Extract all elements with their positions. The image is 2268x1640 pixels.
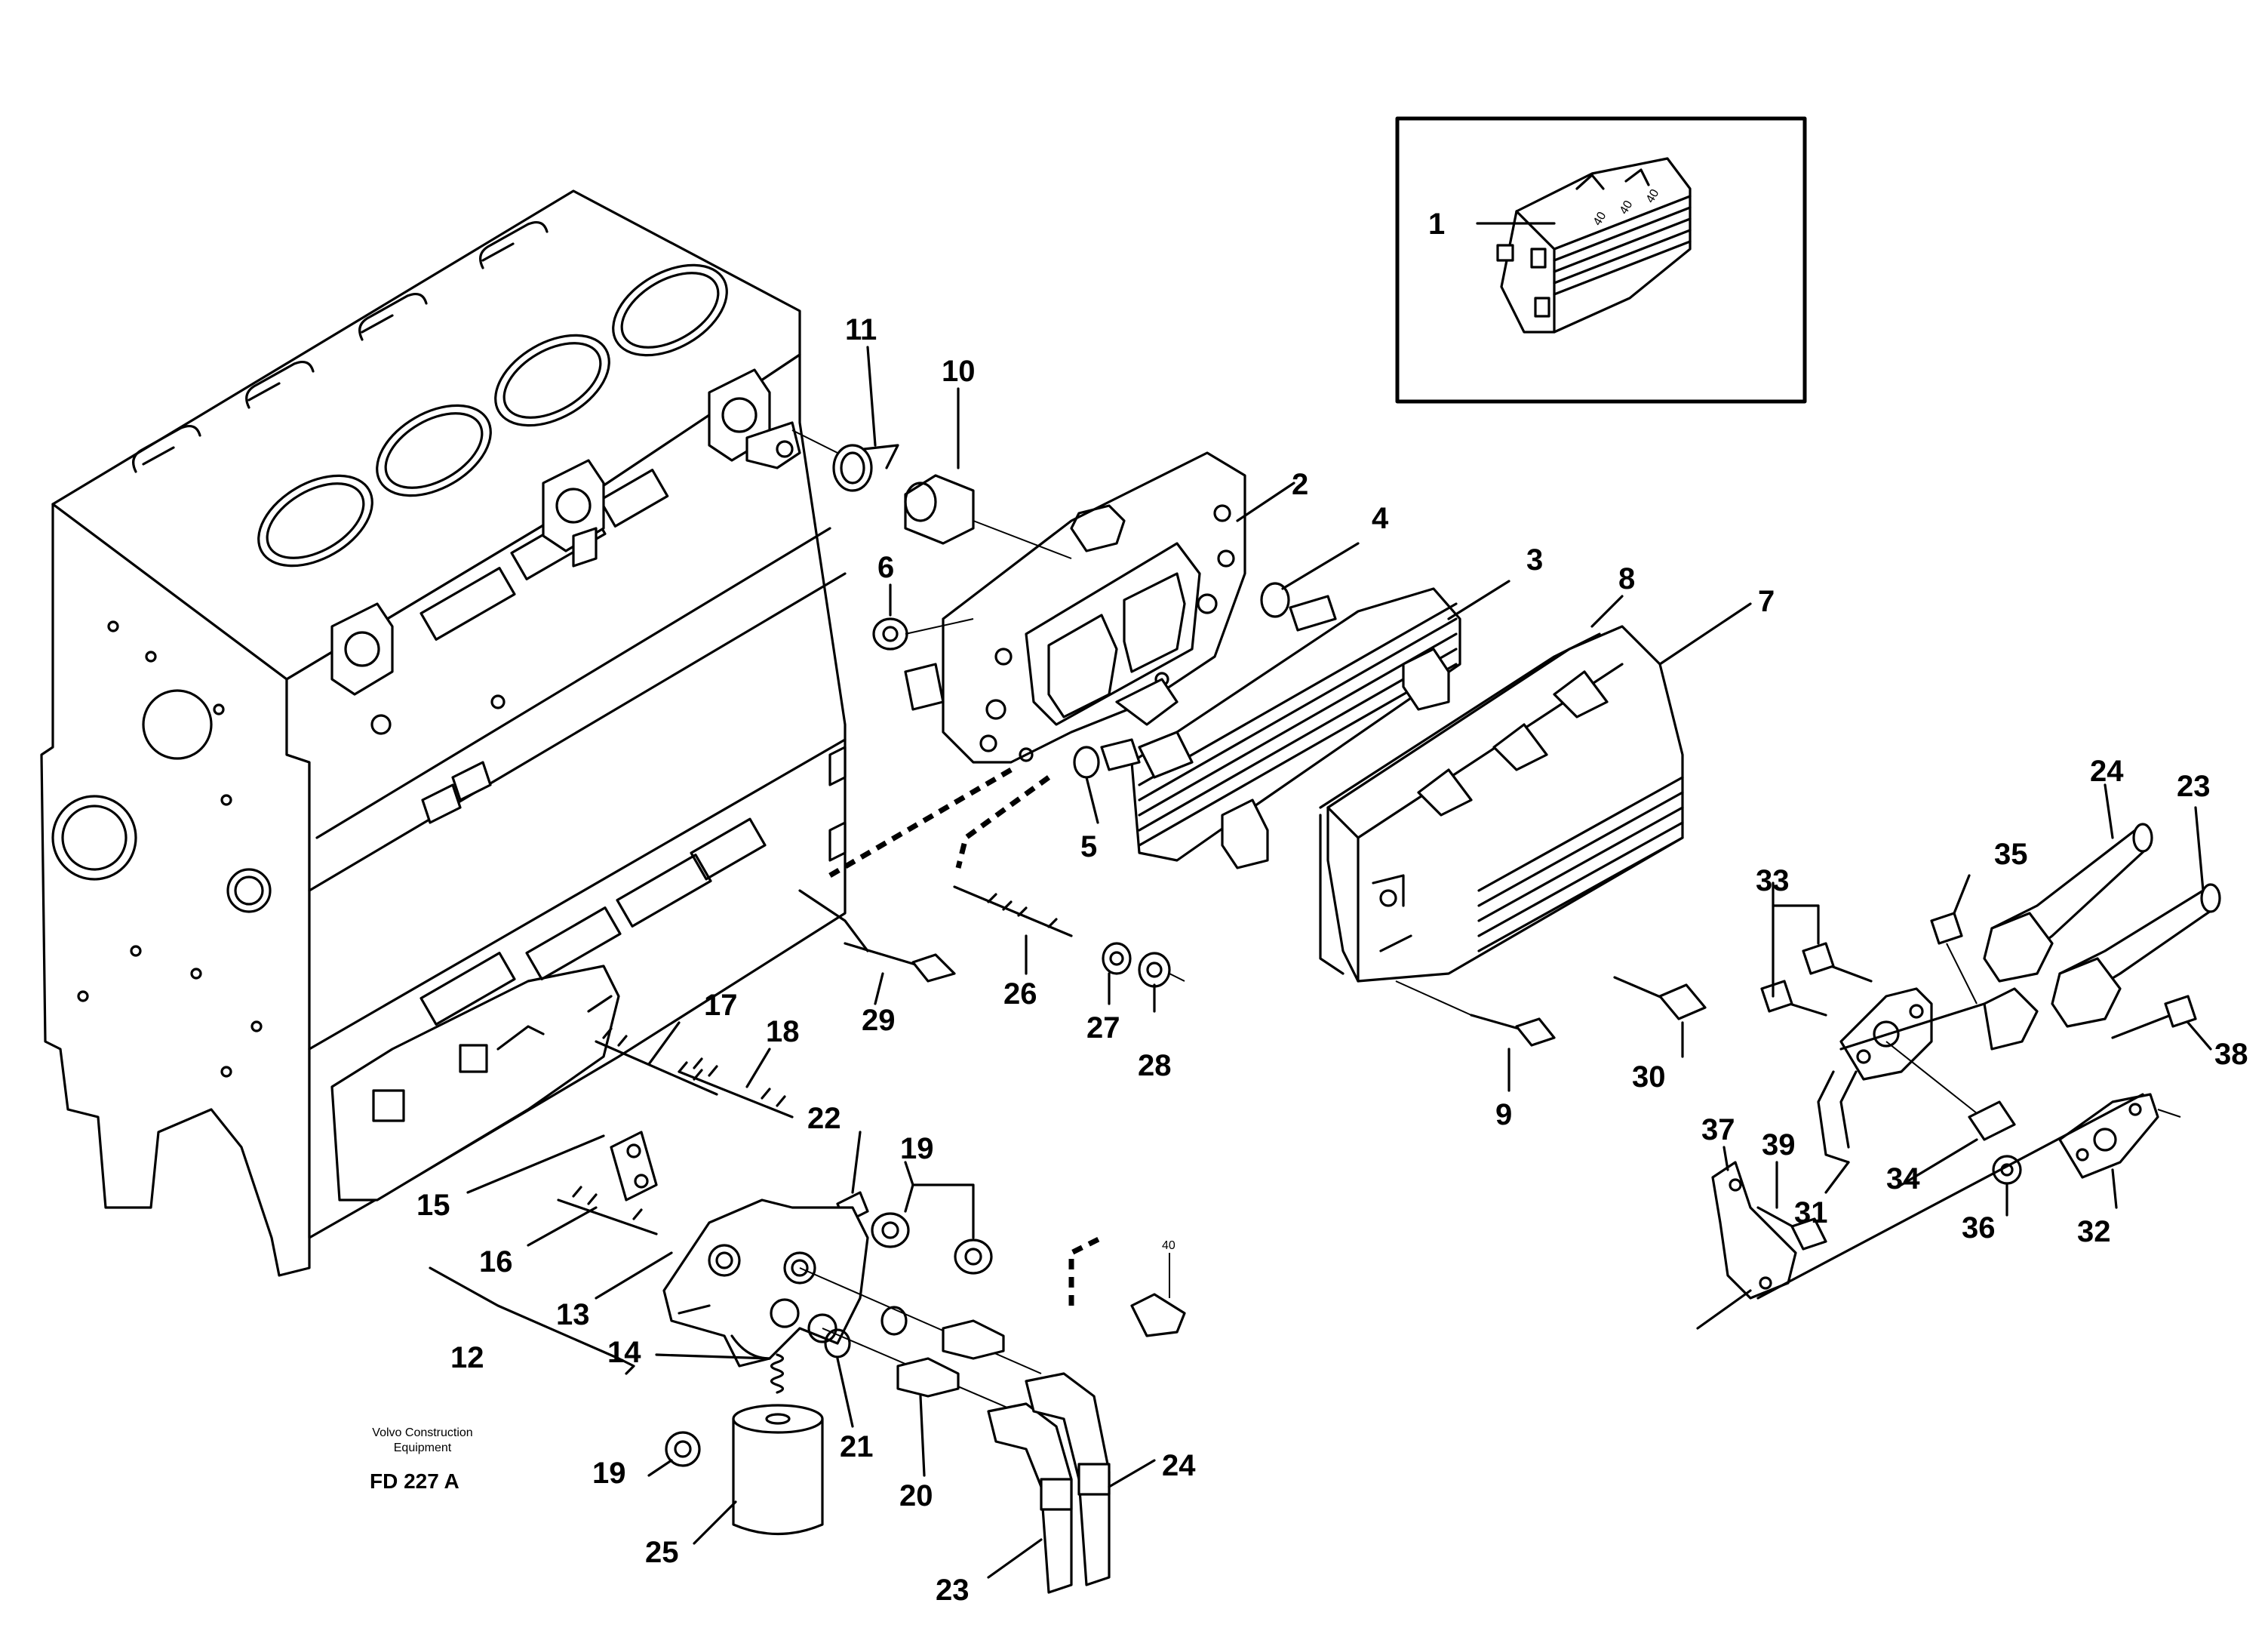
callout-16: 16 — [479, 1245, 513, 1278]
callout-28: 28 — [1138, 1049, 1172, 1082]
dashed-route-c — [1068, 1235, 1103, 1306]
callout-11: 11 — [845, 313, 877, 346]
callout-10: 10 — [942, 355, 976, 388]
part-26-stud — [953, 885, 1073, 975]
part-38-bolt — [2111, 995, 2212, 1051]
part-21-washer — [824, 1306, 908, 1428]
part-17-stud — [595, 1021, 718, 1096]
callout-37: 37 — [1701, 1113, 1735, 1146]
callout-8: 8 — [1618, 562, 1635, 595]
part-20-adapters — [896, 1319, 1005, 1477]
callout-17: 17 — [704, 989, 738, 1022]
callout-14: 14 — [607, 1336, 641, 1369]
callout-33: 33 — [1756, 864, 1790, 897]
callout-36: 36 — [1962, 1211, 1996, 1245]
part-24-hose-lower — [1025, 1372, 1156, 1586]
callout-6: 6 — [877, 551, 894, 584]
callout-12: 12 — [450, 1341, 484, 1374]
callout-24-upper: 24 — [2090, 755, 2124, 788]
part-30-bolt — [1613, 976, 1707, 1058]
callout-29: 29 — [862, 1004, 896, 1037]
part-4-o-ring — [1260, 542, 1360, 632]
callout-15: 15 — [416, 1189, 450, 1222]
callout-30: 30 — [1632, 1060, 1666, 1094]
svg-text:40: 40 — [1618, 198, 1636, 217]
part-13-filter-head — [595, 1198, 1042, 1420]
callout-3: 3 — [1526, 543, 1543, 577]
part-11-hose-clamp — [791, 346, 899, 492]
part-3-cooler-core — [1130, 580, 1510, 869]
callout-40: 40 — [1162, 1239, 1175, 1252]
svg-text:40: 40 — [1644, 187, 1662, 205]
part-2-cover-plate — [904, 451, 1295, 764]
callout-22: 22 — [807, 1102, 841, 1135]
part-5-o-ring — [1073, 738, 1141, 824]
callout-23-upper: 23 — [2177, 770, 2211, 803]
part-33-bolts — [1760, 882, 1873, 1017]
part-16-stud — [527, 1186, 658, 1247]
part-25-filter-cartridge — [693, 1404, 824, 1545]
part-14-spring — [655, 1353, 785, 1394]
callout-23-lower: 23 — [936, 1574, 970, 1607]
part-39-bolt — [1756, 1161, 1827, 1251]
callout-7: 7 — [1758, 585, 1775, 618]
part-19-nut-left — [647, 1431, 701, 1477]
part-12-brace — [429, 1266, 635, 1375]
part-23-hose-upper — [2051, 806, 2221, 1028]
part-29-bolt — [798, 889, 956, 1005]
callout-25: 25 — [645, 1536, 679, 1569]
callout-35: 35 — [1994, 838, 2028, 871]
callout-26: 26 — [1003, 977, 1037, 1011]
callout-31: 31 — [1794, 1196, 1828, 1229]
part-6-nut — [872, 583, 974, 651]
callout-34: 34 — [1886, 1162, 1920, 1195]
part-9-bolt — [1395, 980, 1556, 1092]
part-15-bracket — [466, 1131, 658, 1202]
part-28-nut — [1138, 952, 1185, 1013]
inset-oil-cooler: 40 40 40 — [1496, 157, 1692, 334]
part-34-gasket — [1885, 1041, 2016, 1186]
inset-box: 40 40 40 — [1395, 116, 1807, 404]
callout-20: 20 — [899, 1479, 933, 1512]
callout-21: 21 — [840, 1430, 874, 1463]
engine-block — [40, 189, 847, 1277]
maker-line-1: Volvo Construction — [372, 1426, 472, 1439]
callout-32: 32 — [2077, 1215, 2111, 1248]
part-40-sensor — [1130, 1253, 1186, 1337]
callout-18: 18 — [766, 1015, 800, 1048]
part-8-gasket — [1319, 595, 1624, 975]
part-18-stud — [678, 1048, 794, 1118]
callout-27: 27 — [1086, 1011, 1120, 1045]
part-19-nuts-right — [871, 1161, 993, 1275]
callout-5: 5 — [1080, 830, 1097, 863]
callout-38: 38 — [2214, 1038, 2248, 1071]
drawing-code: FD 227 A — [370, 1469, 459, 1493]
part-32-flange — [2058, 1093, 2181, 1209]
part-37-bracket — [1696, 1093, 2144, 1330]
callout-13: 13 — [556, 1298, 590, 1331]
callout-4: 4 — [1372, 502, 1389, 535]
part-35-banjo-bolt — [1930, 874, 1978, 1005]
maker-line-2: Equipment — [394, 1442, 452, 1454]
part-27-washer — [1102, 942, 1132, 1005]
callout-19-right: 19 — [900, 1132, 934, 1165]
part-23-hose-lower — [987, 1402, 1073, 1594]
callout-1: 1 — [1428, 208, 1445, 241]
callout-24-lower: 24 — [1162, 1449, 1196, 1482]
callout-2: 2 — [1292, 468, 1308, 501]
callout-19-left: 19 — [592, 1457, 626, 1490]
part-31-pipe-flange — [1817, 987, 2039, 1194]
svg-text:40: 40 — [1591, 210, 1609, 228]
callout-9: 9 — [1495, 1098, 1512, 1131]
callout-39: 39 — [1762, 1128, 1796, 1162]
part-10-connector — [904, 387, 1072, 559]
part-24-hose-upper — [1983, 783, 2153, 983]
part-7-housing — [1326, 602, 1752, 983]
